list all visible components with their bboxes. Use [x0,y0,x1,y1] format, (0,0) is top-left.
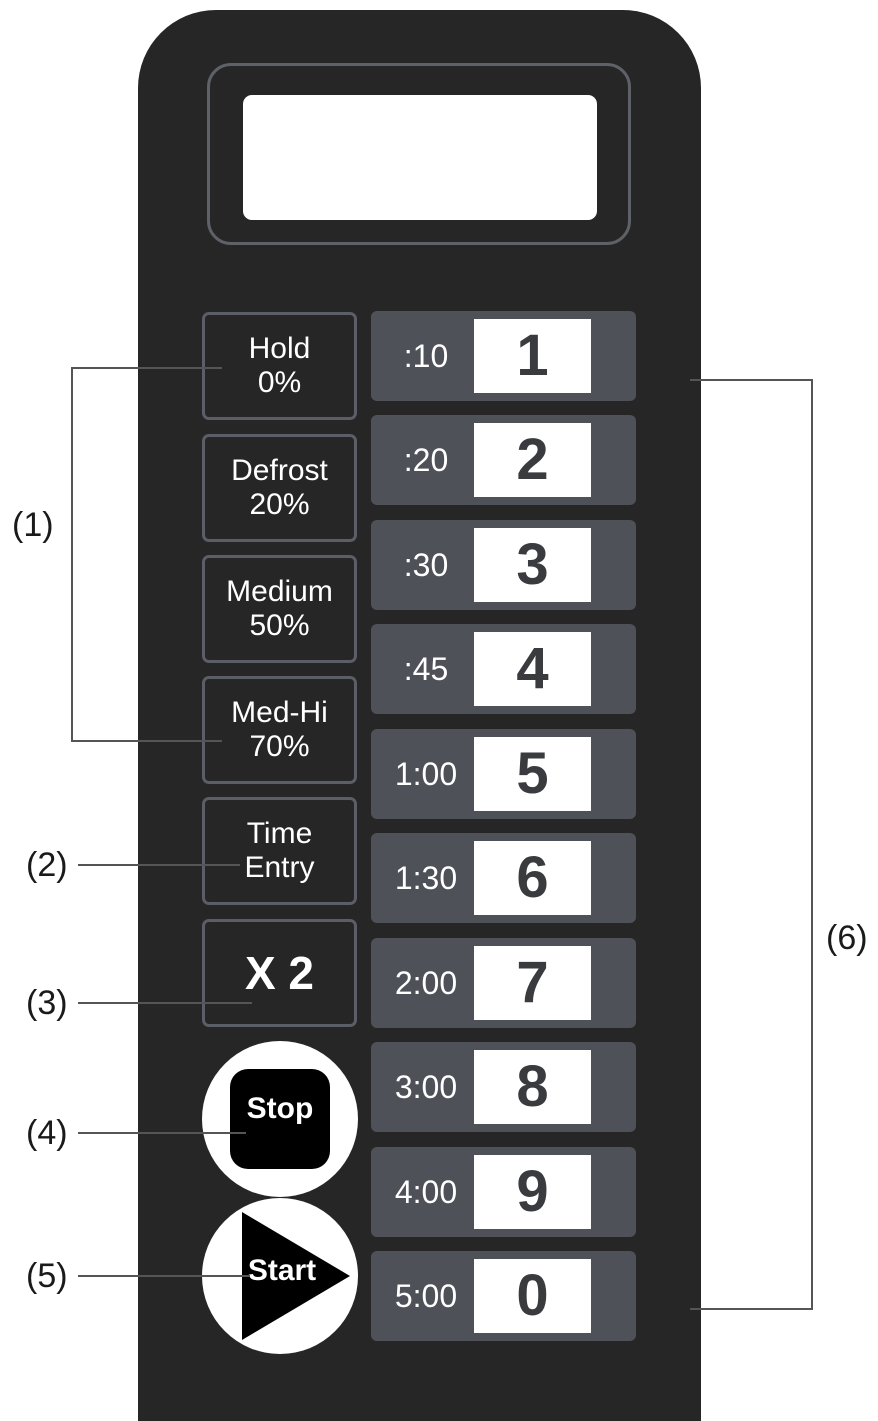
key-time-label: :30 [403,547,449,583]
stop-icon [230,1069,330,1169]
play-icon [242,1212,350,1340]
key-5[interactable]: 1:00 5 [371,729,636,819]
key-time-label: 3:00 [394,1069,458,1105]
key-digit: 5 [474,737,591,811]
defrost-button[interactable]: Defrost 20% [202,434,357,542]
key-3[interactable]: :30 3 [371,520,636,610]
bracket-6 [690,379,813,1310]
key-digit: 3 [474,528,591,602]
key-time-label: 1:30 [394,860,458,896]
key-7[interactable]: 2:00 7 [371,938,636,1028]
time-entry-button[interactable]: Time Entry [202,797,357,905]
key-digit: 1 [474,319,591,393]
callout-4: (4) [26,1114,68,1152]
defrost-button-level: 20% [249,488,310,521]
key-8[interactable]: 3:00 8 [371,1042,636,1132]
medium-button-name: Medium [226,575,333,608]
key-digit: 4 [474,632,591,706]
bracket-1 [71,367,222,742]
key-0[interactable]: 5:00 0 [371,1251,636,1341]
key-time-label: 2:00 [394,965,458,1001]
x2-button[interactable]: X 2 [202,919,357,1027]
medium-button[interactable]: Medium 50% [202,555,357,663]
hold-button-level: 0% [257,366,302,399]
med-hi-button[interactable]: Med-Hi 70% [202,676,357,784]
callout-6: (6) [826,919,868,957]
display-screen [243,95,597,220]
key-time-label: :45 [403,651,449,687]
key-time-label: 4:00 [394,1174,458,1210]
time-entry-line1: Time [246,817,313,850]
med-hi-button-name: Med-Hi [231,696,328,729]
key-digit: 0 [474,1259,591,1333]
start-button[interactable]: Start [202,1198,358,1354]
stop-label: Stop [246,1092,314,1125]
key-digit: 2 [474,423,591,497]
key-2[interactable]: :20 2 [371,415,636,505]
callout-2: (2) [26,846,68,884]
hold-button[interactable]: Hold 0% [202,312,357,420]
key-digit: 9 [474,1155,591,1229]
x2-label: X 2 [244,947,315,999]
key-digit: 8 [474,1050,591,1124]
medium-button-level: 50% [249,609,310,642]
key-6[interactable]: 1:30 6 [371,833,636,923]
key-time-label: :20 [403,442,449,478]
time-entry-line2: Entry [244,851,315,884]
defrost-button-name: Defrost [231,454,328,487]
key-digit: 7 [474,946,591,1020]
key-9[interactable]: 4:00 9 [371,1147,636,1237]
key-4[interactable]: :45 4 [371,624,636,714]
callout-5: (5) [26,1257,68,1295]
key-time-label: 5:00 [394,1278,458,1314]
stop-button[interactable]: Stop [202,1041,358,1197]
key-digit: 6 [474,841,591,915]
hold-button-name: Hold [248,332,311,365]
key-1[interactable]: :10 1 [371,311,636,401]
callout-3: (3) [26,984,68,1022]
key-time-label: :10 [403,338,449,374]
callout-1: (1) [12,506,54,544]
med-hi-button-level: 70% [249,730,310,763]
display-frame [207,63,631,245]
key-time-label: 1:00 [394,756,458,792]
start-label: Start [247,1254,317,1287]
